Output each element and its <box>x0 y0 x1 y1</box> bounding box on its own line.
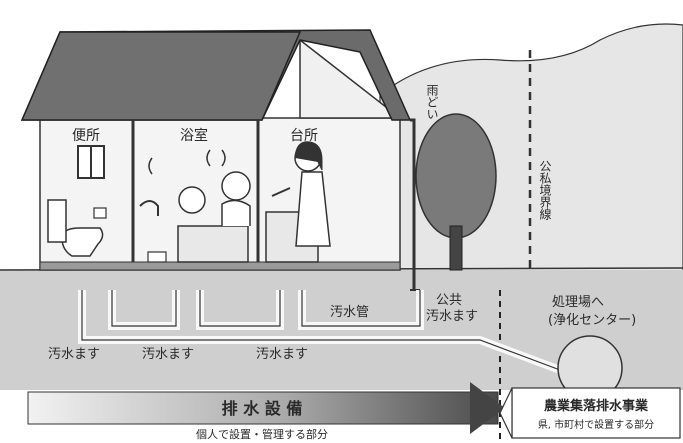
child-head <box>178 186 206 214</box>
woman-hair <box>294 141 323 171</box>
toilet-bowl-icon <box>61 227 104 257</box>
room-label-kitchen: 台所 <box>290 128 318 144</box>
to-plant-label-2: (浄化センター) <box>548 313 636 328</box>
banner-right <box>511 387 681 439</box>
banner-left <box>27 391 499 425</box>
basin-label-3: 汚水ます <box>256 347 308 362</box>
house-floor <box>39 261 401 271</box>
father-head <box>221 171 251 201</box>
tree-trunk <box>449 225 463 271</box>
toilet-tank <box>47 199 67 243</box>
tissue-holder <box>93 207 107 219</box>
boundary-label: 公私境界線 <box>538 160 552 220</box>
to-plant-label-1: 処理場へ <box>552 295 604 310</box>
basin-label-2: 汚水ます <box>142 347 194 362</box>
bath-bucket <box>147 251 167 263</box>
tree-crown <box>415 113 497 239</box>
father-body <box>221 199 251 226</box>
public-basin-label-2: 汚水ます <box>426 309 478 324</box>
steam-lines <box>148 149 226 175</box>
downspout-label: 雨どい <box>425 84 439 120</box>
faucet-icon <box>139 200 159 216</box>
banner-right-subtitle: 県, 市町村で設置する部分 <box>538 418 654 431</box>
banner-right-arrow <box>499 387 513 439</box>
sewer-pipe-label: 汚水管 <box>330 305 369 320</box>
downspout-pipe <box>410 118 416 290</box>
house-gable <box>299 38 403 119</box>
woman-body <box>295 171 331 247</box>
banner-left-subtitle: 個人で設置・管理する部分 <box>196 427 328 441</box>
banner-left-title: 排 水 設 備 <box>222 399 303 418</box>
room-label-toilet: 便所 <box>72 128 100 144</box>
bathtub <box>177 225 249 263</box>
room-label-bath: 浴室 <box>180 127 208 144</box>
banner-arrow <box>470 382 505 434</box>
basin-label-1: 汚水ます <box>48 347 100 362</box>
banner-right-title: 農業集落排水事業 <box>544 398 649 414</box>
public-basin-label-1: 公共 <box>436 293 462 308</box>
house-roof-face <box>20 31 302 121</box>
kitchen-faucet <box>271 187 291 197</box>
